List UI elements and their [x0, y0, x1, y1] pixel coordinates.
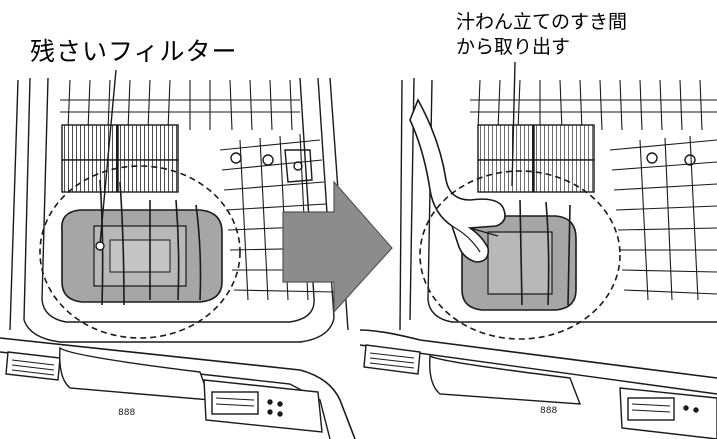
remove-instruction-label: 汁わん立てのすき間 から取り出す	[456, 10, 627, 60]
residue-filter-label: 残さいフィルター	[30, 37, 238, 66]
remove-instruction-line1: 汁わん立てのすき間	[456, 11, 628, 33]
arrow-right-icon	[282, 180, 393, 314]
left-dishwasher	[0, 69, 356, 439]
remove-instruction-line2: から取り出す	[456, 36, 571, 58]
panel-indicator-left: 888	[118, 408, 135, 418]
panel-indicator-right: 888	[540, 406, 557, 416]
right-dishwasher	[359, 61, 717, 439]
